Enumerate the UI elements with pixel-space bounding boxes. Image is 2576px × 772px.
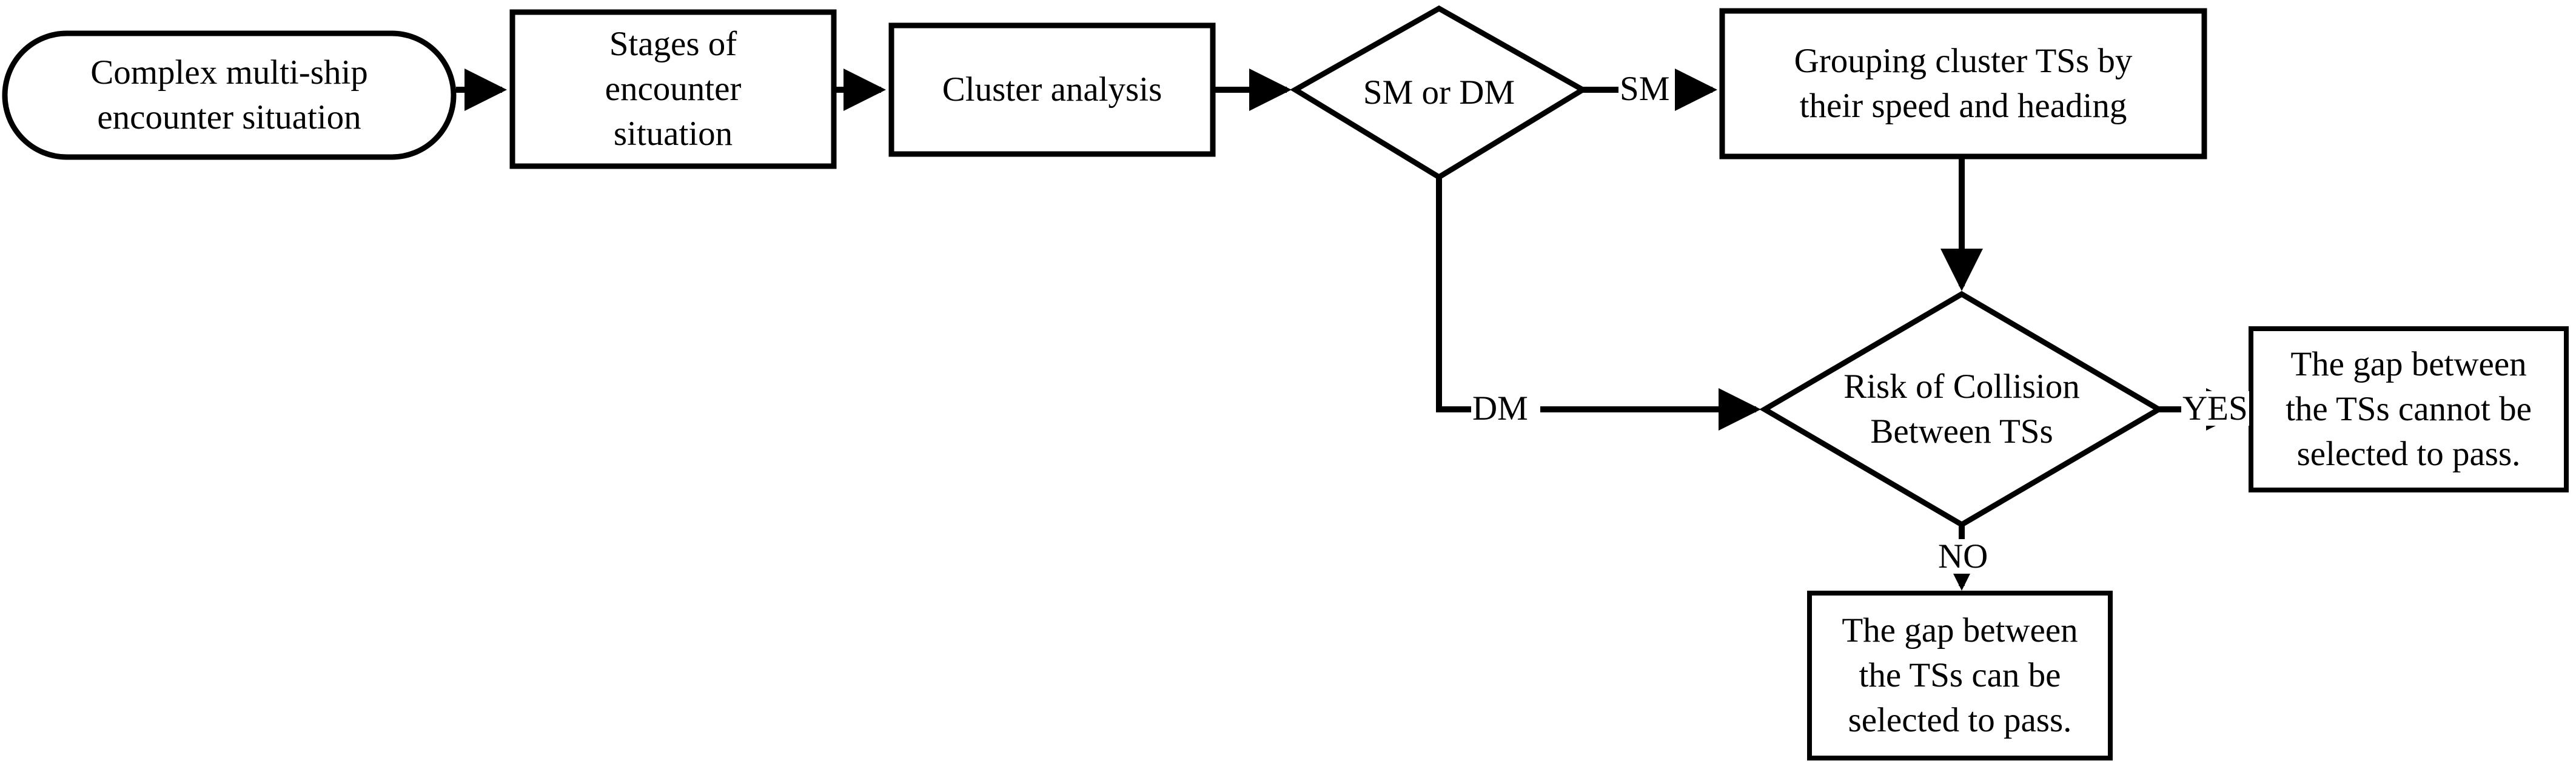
edge-label-yes: YES — [2181, 389, 2249, 428]
edge-label-no: NO — [1937, 537, 1990, 576]
can-pass-node-shape — [1807, 591, 2113, 760]
grouping-node-shape — [1719, 8, 2207, 159]
edge-label-sm: SM — [1618, 70, 1671, 108]
start-node-shape — [2, 30, 457, 160]
edge-decision-mode-dm-elbow — [1436, 177, 1473, 412]
decision-mode-shape — [1290, 5, 1588, 181]
cluster-node-shape — [888, 22, 1216, 157]
cannot-pass-node-shape — [2249, 326, 2569, 492]
edge-label-dm: DM — [1471, 389, 1529, 428]
decision-risk-shape — [1759, 290, 2164, 528]
stages-node-shape — [509, 9, 837, 169]
